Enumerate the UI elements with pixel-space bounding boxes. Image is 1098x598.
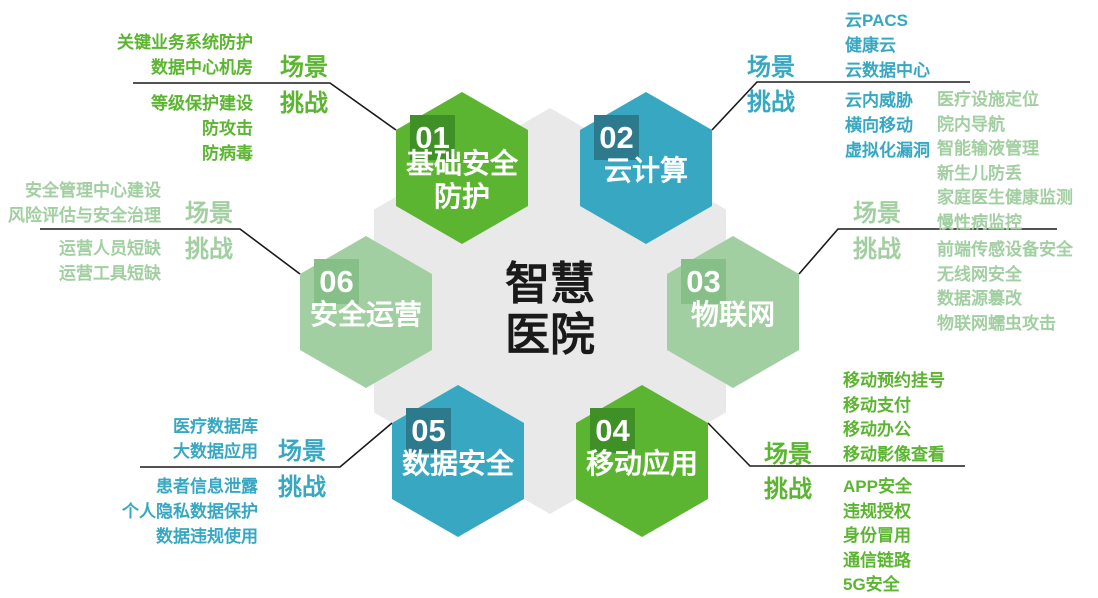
- hexagon-06-title: 安全运营: [309, 299, 422, 330]
- center-title: 智慧 医院: [374, 258, 726, 360]
- hex01-challenge-list: 等级保护建设 防攻击 防病毒: [58, 91, 253, 166]
- list-item: 等级保护建设: [151, 94, 253, 113]
- list-item: 云内威胁: [845, 91, 913, 110]
- list-item: 防病毒: [202, 144, 253, 163]
- list-item: 数据中心机房: [151, 58, 253, 77]
- hex02-scenario-list: 云PACS 健康云 云数据中心: [845, 8, 930, 83]
- hexagon-04: 04 移动应用: [576, 385, 708, 537]
- list-item: 移动支付: [843, 395, 911, 415]
- hexagon-05: 05 数据安全: [392, 385, 524, 537]
- connector-line-03: [798, 228, 1057, 275]
- hex06-challenge-list: 运营人员短缺 运营工具短缺: [4, 236, 161, 286]
- list-item: 数据源篡改: [937, 289, 1022, 308]
- list-item: 物联网蠕虫攻击: [937, 313, 1056, 333]
- hex04-challenge-list: APP安全 违规授权 身份冒用 通信链路 5G安全: [843, 475, 912, 598]
- list-item: 数据违规使用: [156, 527, 258, 546]
- connector-line-02: [711, 81, 970, 131]
- hexagon-06: 06 安全运营: [300, 236, 432, 388]
- hexagon-01-number-badge: 01: [410, 115, 455, 160]
- list-item: 防攻击: [202, 119, 253, 138]
- hexagon-06-number: 06: [319, 263, 354, 299]
- list-item: 运营工具短缺: [59, 264, 161, 283]
- hex02-scene-label: 场景: [747, 54, 795, 81]
- hex02-challenge-list: 云内威胁 横向移动 虚拟化漏洞: [845, 88, 930, 163]
- list-item: 安全管理中心建设: [25, 181, 161, 200]
- hex05-challenge-list: 患者信息泄露 个人隐私数据保护 数据违规使用: [65, 474, 258, 549]
- hex01-scenario-list: 关键业务系统防护 数据中心机房: [58, 30, 253, 80]
- connector-line-04: [707, 422, 965, 467]
- hexagon-03-number-badge: 03: [681, 259, 726, 304]
- list-item: 健康云: [845, 36, 896, 55]
- list-item: 大数据应用: [173, 442, 258, 461]
- hex06-scenario-list: 安全管理中心建设 风险评估与安全治理: [4, 178, 161, 228]
- list-item: 移动影像查看: [843, 444, 945, 464]
- list-item: 通信链路: [843, 550, 911, 570]
- list-item: 前端传感设备安全: [937, 240, 1073, 259]
- hex01-scene-label: 场景: [280, 54, 328, 81]
- list-item: 横向移动: [845, 116, 913, 135]
- connector-line-06: [40, 228, 301, 275]
- list-item: 患者信息泄露: [156, 477, 258, 496]
- list-item: 智能输液管理: [937, 139, 1039, 158]
- list-item: 运营人员短缺: [59, 239, 161, 258]
- list-item: 违规授权: [843, 501, 911, 521]
- list-item: 个人隐私数据保护: [122, 502, 258, 521]
- list-item: 移动办公: [843, 420, 911, 439]
- list-item: 5G安全: [843, 575, 900, 594]
- hexagon-01-title-line2: 防护: [433, 181, 490, 212]
- connector-line-01: [133, 82, 397, 131]
- list-item: 关键业务系统防护: [117, 33, 253, 52]
- hex05-challenge-label: 挑战: [278, 474, 326, 501]
- list-item: 身份冒用: [843, 526, 911, 545]
- hex04-challenge-label: 挑战: [764, 476, 812, 503]
- hex03-challenge-label: 挑战: [853, 236, 901, 263]
- list-item: 移动预约挂号: [843, 371, 945, 390]
- list-item: 家庭医生健康监测: [937, 188, 1073, 207]
- list-item: 无线网安全: [937, 264, 1022, 284]
- list-item: 医疗数据库: [173, 417, 258, 436]
- hex02-challenge-label: 挑战: [747, 89, 795, 116]
- list-item: 慢性病监控: [937, 212, 1022, 232]
- list-item: 风险评估与安全治理: [8, 206, 161, 225]
- hexagon-03: 03 物联网: [667, 236, 799, 388]
- list-item: 云PACS: [845, 11, 908, 30]
- list-item: 虚拟化漏洞: [845, 141, 930, 160]
- list-item: 院内导航: [937, 114, 1005, 134]
- hex05-scenario-list: 医疗数据库 大数据应用: [65, 414, 258, 464]
- hex05-scene-label: 场景: [278, 438, 326, 465]
- hex04-scene-label: 场景: [764, 441, 812, 468]
- hex01-challenge-label: 挑战: [280, 90, 328, 117]
- list-item: 新生儿防丢: [937, 163, 1022, 183]
- hex03-challenge-list: 前端传感设备安全 无线网安全 数据源篡改 物联网蠕虫攻击: [937, 238, 1073, 336]
- hexagon-05-title: 数据安全: [401, 448, 514, 479]
- center-title-line2: 医院: [504, 309, 595, 360]
- hexagon-01-number: 01: [415, 119, 450, 155]
- hex03-scene-label: 场景: [853, 200, 901, 227]
- hexagon-02-number-badge: 02: [594, 115, 639, 160]
- hexagon-03-title: 物联网: [690, 299, 775, 330]
- list-item: 云数据中心: [845, 61, 930, 80]
- hexagon-06-number-badge: 06: [314, 259, 359, 304]
- hexagon-04-title: 移动应用: [585, 448, 698, 479]
- hexagon-01: 01 基础安全 防护: [396, 92, 528, 244]
- center-title-line1: 智慧: [504, 258, 595, 309]
- list-item: APP安全: [843, 477, 912, 496]
- hex03-scenario-list: 医疗设施定位 院内导航 智能输液管理 新生儿防丢 家庭医生健康监测 慢性病监控: [937, 88, 1073, 235]
- hex06-scene-label: 场景: [185, 200, 233, 227]
- hexagon-02-title: 云计算: [603, 155, 688, 186]
- hexagon-02-number: 02: [599, 119, 634, 155]
- hexagon-04-number: 04: [595, 412, 630, 448]
- list-item: 医疗设施定位: [937, 90, 1039, 109]
- hexagon-03-number: 03: [686, 263, 721, 299]
- hexagon-02: 02 云计算: [580, 92, 712, 244]
- hexagon-05-number: 05: [411, 412, 446, 448]
- hexagon-01-title: 基础安全 防护: [390, 147, 534, 213]
- hex04-scenario-list: 移动预约挂号 移动支付 移动办公 移动影像查看: [843, 369, 945, 467]
- hexagon-04-number-badge: 04: [590, 408, 635, 453]
- hexagon-01-title-line1: 基础安全: [405, 148, 518, 179]
- hexagon-05-number-badge: 05: [406, 408, 451, 453]
- connector-line-05: [140, 422, 393, 468]
- hex06-challenge-label: 挑战: [185, 236, 233, 263]
